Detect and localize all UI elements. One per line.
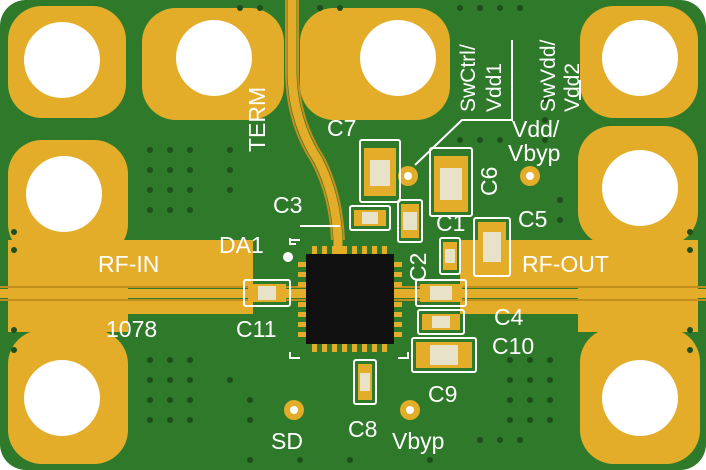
label-vdd-vbyp-line2: Vbyp <box>508 140 561 166</box>
chip-da1 <box>283 246 402 352</box>
capacitor-c10 <box>416 342 472 368</box>
capacitor-c3 <box>354 210 386 226</box>
label-c10: C10 <box>492 333 535 359</box>
capacitor-c2 <box>443 242 457 270</box>
label-part-number: 1078 <box>106 316 158 342</box>
label-rf-in: RF-IN <box>98 251 160 277</box>
capacitor-c1 <box>401 204 419 238</box>
term-trace <box>287 0 343 262</box>
label-swctrl-line2: Vdd1 <box>483 62 506 112</box>
label-vdd-vbyp-line1: Vdd/ <box>512 116 560 142</box>
label-c2: C2 <box>405 252 431 282</box>
capacitor-c11 <box>248 284 286 302</box>
mounting-holes <box>24 20 678 436</box>
capacitor-c7 <box>364 148 396 196</box>
capacitor-c5 <box>478 222 506 272</box>
capacitor-c8 <box>358 364 372 400</box>
label-c11: C11 <box>236 316 277 342</box>
label-c7: C7 <box>327 115 357 141</box>
label-swvdd-line1: SwVdd/ <box>537 39 560 112</box>
label-c4: C4 <box>494 304 524 330</box>
test-points <box>284 166 540 420</box>
label-c5: C5 <box>518 206 548 232</box>
capacitor-c6 <box>434 156 468 212</box>
label-c1: C1 <box>436 210 466 236</box>
via-array <box>11 5 693 463</box>
label-c8: C8 <box>348 416 378 442</box>
capacitor-c4 <box>422 314 460 330</box>
capacitor-c4-top <box>420 284 462 302</box>
label-term: TERM <box>244 86 270 152</box>
label-swvdd-line2: Vdd2 <box>561 62 584 112</box>
label-sd: SD <box>271 428 303 454</box>
label-swctrl-line1: SwCtrl/ <box>457 44 480 112</box>
label-rf-out: RF-OUT <box>522 251 609 277</box>
label-c6: C6 <box>476 166 502 196</box>
label-da1: DA1 <box>219 232 264 258</box>
label-c9: C9 <box>428 381 458 407</box>
label-vbyp: Vbyp <box>392 428 445 454</box>
silkscreen-lines <box>243 40 581 405</box>
label-c3: C3 <box>273 192 303 218</box>
capacitors <box>248 148 506 400</box>
